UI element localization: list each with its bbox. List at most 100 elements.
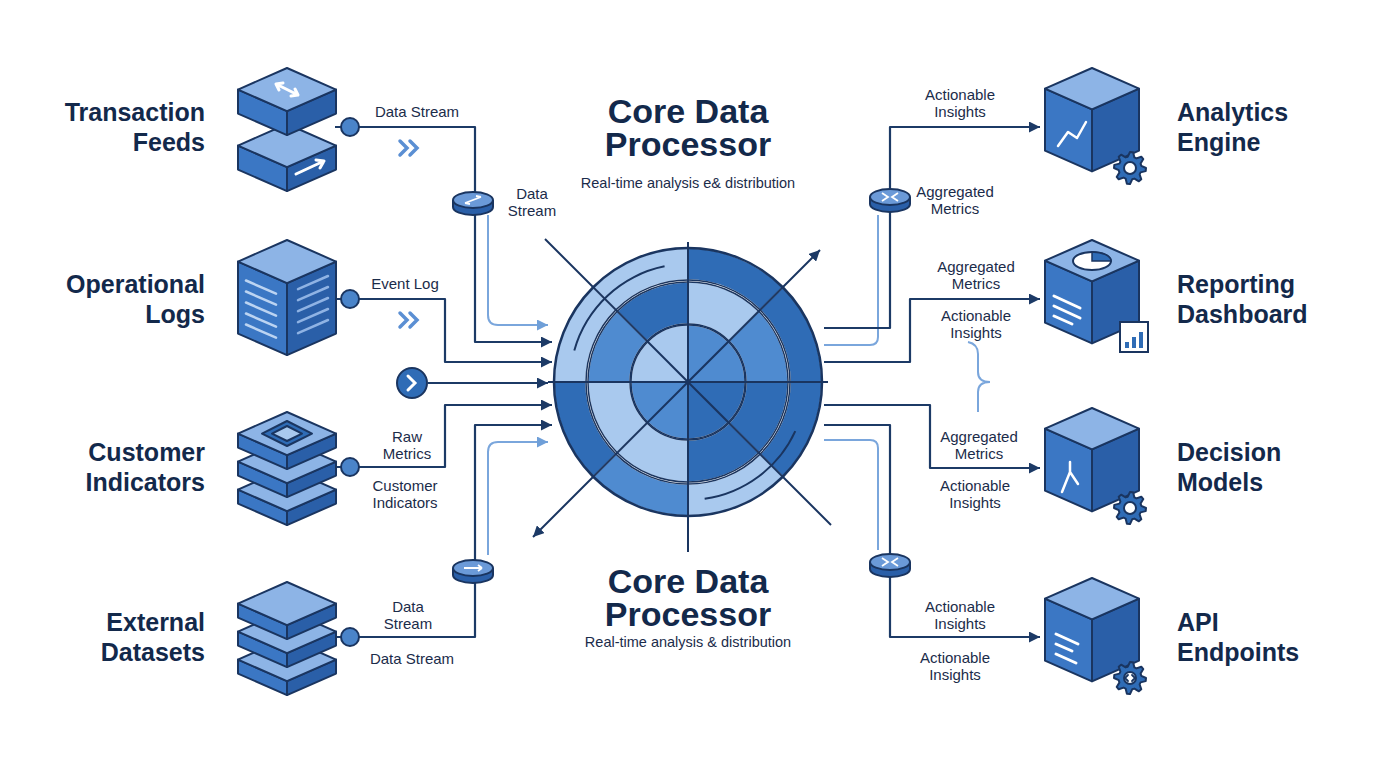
processor-spoke bbox=[687, 242, 689, 552]
processor-title: Core Data Processor bbox=[552, 565, 824, 631]
cube-face bbox=[1045, 240, 1139, 281]
pie-glyph bbox=[1092, 252, 1111, 261]
server-slot bbox=[246, 281, 276, 294]
node-icon bbox=[1040, 234, 1150, 364]
flow-connector bbox=[824, 299, 1040, 362]
cube-face bbox=[238, 68, 336, 111]
processor-subtitle: Real-time analysis e& distribution bbox=[552, 174, 824, 192]
arrow-glyph bbox=[276, 83, 298, 96]
processor-subtitle: Real-time analysis & distribution bbox=[552, 633, 824, 651]
port-dot bbox=[341, 458, 359, 476]
node-icon bbox=[232, 402, 342, 532]
flow-connector bbox=[824, 405, 1040, 468]
bar bbox=[1125, 342, 1129, 348]
router-glyph bbox=[882, 558, 898, 566]
node-label: External Datasets bbox=[45, 572, 205, 702]
processor-spoke bbox=[533, 250, 820, 537]
target-node: Analytics Engine bbox=[1040, 62, 1330, 192]
aux-output-line bbox=[824, 215, 878, 345]
flow-label: Actionable Insights bbox=[920, 477, 1030, 511]
node-icon bbox=[232, 62, 342, 192]
flow-label: Actionable Insights bbox=[900, 649, 1010, 683]
source-node: Transaction Feeds bbox=[45, 62, 335, 192]
source-node: Operational Logs bbox=[45, 234, 335, 364]
play-button bbox=[397, 368, 427, 398]
edge-label: Actionable Insights bbox=[905, 598, 1015, 632]
arrow-glyph bbox=[296, 160, 324, 174]
flow-connector bbox=[335, 405, 552, 467]
bracket bbox=[968, 342, 990, 412]
router-top bbox=[453, 560, 493, 576]
cube-face bbox=[238, 412, 336, 455]
gear-symbol bbox=[1114, 492, 1146, 524]
target-node: Decision Models bbox=[1040, 402, 1330, 532]
aux-stream-line bbox=[488, 442, 548, 555]
edge-label: Actionable Insights bbox=[905, 86, 1015, 120]
source-node: External Datasets bbox=[45, 572, 335, 702]
node-icon bbox=[232, 234, 342, 364]
flow-label: Data Stream bbox=[502, 185, 562, 219]
server-slot bbox=[298, 298, 328, 311]
server-slot bbox=[298, 276, 328, 289]
gear-hub bbox=[1124, 672, 1136, 684]
server-slot bbox=[298, 309, 328, 322]
bar-chart bbox=[1120, 322, 1148, 352]
router-top bbox=[870, 554, 910, 570]
target-node: API Endpoints bbox=[1040, 572, 1330, 702]
processor-graphic bbox=[533, 239, 831, 552]
pie-glyph bbox=[1073, 252, 1111, 270]
node-icon bbox=[232, 572, 342, 702]
server-slot bbox=[246, 325, 276, 338]
chart-glyph bbox=[1058, 122, 1086, 146]
router-icon bbox=[453, 192, 493, 215]
cube-face bbox=[1045, 578, 1139, 619]
port-dot bbox=[341, 628, 359, 646]
source-node: Customer Indicators bbox=[45, 402, 335, 532]
node-label: Reporting Dashboard bbox=[1177, 234, 1327, 364]
port-dot bbox=[341, 290, 359, 308]
node-icon bbox=[1040, 62, 1150, 192]
bar bbox=[1132, 337, 1136, 348]
cube-face bbox=[1045, 68, 1139, 109]
target-node: Reporting Dashboard bbox=[1040, 234, 1330, 364]
gear-hub bbox=[1124, 162, 1136, 174]
flow-connector bbox=[824, 425, 1040, 637]
server-slot bbox=[246, 314, 276, 327]
flow-chevron bbox=[400, 141, 417, 155]
node-label: API Endpoints bbox=[1177, 572, 1327, 702]
router-icon bbox=[870, 189, 910, 212]
node-icon bbox=[1040, 572, 1150, 702]
edge-label: Aggregated Metrics bbox=[924, 428, 1034, 462]
ring-arc bbox=[705, 431, 797, 500]
router-top bbox=[870, 189, 910, 205]
flow-connector bbox=[824, 127, 1040, 328]
edge-label: Data Stream bbox=[357, 103, 477, 120]
router-glyph bbox=[882, 193, 898, 201]
server-slot bbox=[246, 292, 276, 305]
node-label: Analytics Engine bbox=[1177, 62, 1327, 192]
port-dot bbox=[341, 118, 359, 136]
cube-face bbox=[1045, 408, 1139, 449]
node-label: Decision Models bbox=[1177, 402, 1327, 532]
server-slot bbox=[246, 303, 276, 316]
code-lines bbox=[1056, 634, 1078, 663]
edge-label: Event Log bbox=[355, 275, 455, 292]
node-icon bbox=[1040, 402, 1150, 532]
edge-label: Data Stream bbox=[378, 598, 438, 632]
report-lines bbox=[1054, 296, 1080, 324]
flow-connector bbox=[335, 127, 552, 342]
node-label: Operational Logs bbox=[45, 234, 205, 364]
flow-label: Data Stream bbox=[352, 650, 472, 667]
play-chevron bbox=[408, 376, 415, 390]
edge-label: Raw Metrics bbox=[372, 428, 442, 462]
flow-label: Aggregated Metrics bbox=[900, 183, 1010, 217]
processor-title: Core Data Processor bbox=[552, 95, 824, 161]
server-slot bbox=[298, 287, 328, 300]
ring-arc bbox=[573, 265, 664, 350]
gear-symbol bbox=[1114, 152, 1146, 184]
server-slot bbox=[298, 320, 328, 333]
gear-hub bbox=[1124, 502, 1136, 514]
flow-connector bbox=[335, 425, 552, 637]
aux-stream-line bbox=[488, 215, 548, 325]
